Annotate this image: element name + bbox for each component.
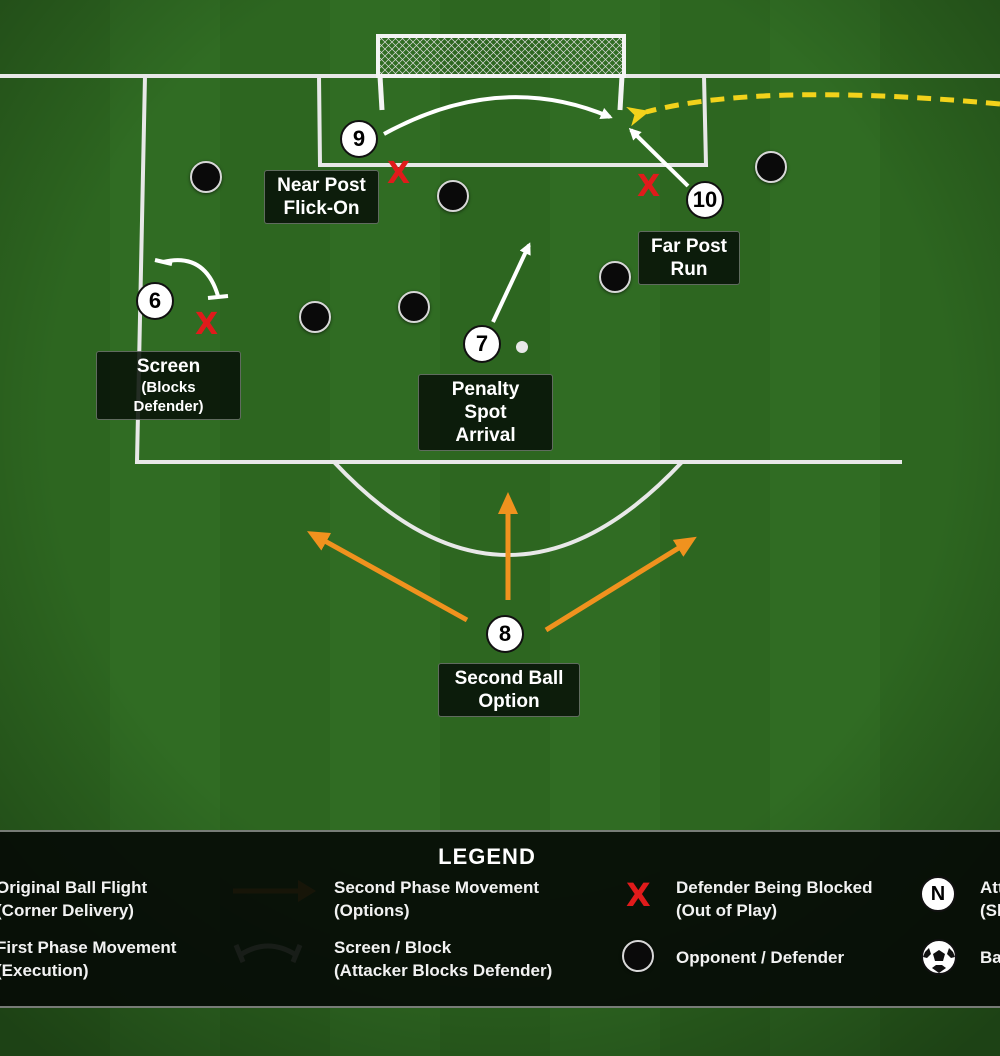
screen-bracket-icon <box>234 940 304 964</box>
player-7: 7 <box>463 325 501 363</box>
legend-attacker-line1: Att <box>980 878 1000 897</box>
label-far-post-line1: Far Post <box>650 236 728 257</box>
label-penalty-spot-line2: Arrival <box>455 425 516 446</box>
label-penalty-spot-line1: Penalty Spot <box>451 379 520 423</box>
label-second-ball-line2: Option <box>478 691 540 712</box>
legend-item-defender-blocked: Defender Being Blocked (Out of Play) <box>676 876 873 922</box>
legend-ball-flight-line2: (Corner Delivery) <box>0 901 134 920</box>
legend-item-first-phase: First Phase Movement (Execution) <box>0 936 176 982</box>
legend-second-phase-line2: (Options) <box>334 901 410 920</box>
label-far-post: Far Post Run <box>638 231 740 285</box>
label-near-post-line1: Near Post <box>277 175 366 196</box>
legend-item-attacker: Att (Sl <box>980 876 1000 922</box>
label-near-post: Near Post Flick-On <box>264 170 379 224</box>
label-second-ball-line1: Second Ball <box>454 668 564 689</box>
black-circle-icon <box>622 940 654 972</box>
label-screen-line2: (Blocks Defender) <box>133 379 204 415</box>
label-penalty-spot: Penalty Spot Arrival <box>418 374 553 451</box>
legend-screen-block-line1: Screen / Block <box>334 938 452 957</box>
blocked-defender-x-icon: X <box>637 169 661 204</box>
opponent-marker <box>437 180 469 212</box>
legend-first-phase-line2: (Execution) <box>0 961 89 980</box>
blocked-defender-x-icon: X <box>195 307 219 342</box>
label-second-ball: Second Ball Option <box>438 663 580 717</box>
legend-screen-block-line2: (Attacker Blocks Defender) <box>334 961 553 980</box>
legend-item-ball-flight: Original Ball Flight (Corner Delivery) <box>0 876 147 922</box>
opponent-marker <box>299 301 331 333</box>
legend-item-screen-block: Screen / Block (Attacker Blocks Defender… <box>334 936 552 982</box>
player-9: 9 <box>340 120 378 158</box>
legend-second-phase-line1: Second Phase Movement <box>334 878 540 897</box>
orange-arrow-icon <box>233 882 317 906</box>
player-6: 6 <box>136 282 174 320</box>
legend-defender-blocked-line1: Defender Being Blocked <box>676 878 873 897</box>
label-near-post-line2: Flick-On <box>283 198 360 219</box>
legend-item-opponent: Opponent / Defender <box>676 948 845 967</box>
legend-panel: LEGEND Original Ball Flight (Corner Deli… <box>0 830 1000 1008</box>
player-10: 10 <box>686 181 724 219</box>
legend-item-second-phase: Second Phase Movement (Options) <box>334 876 539 922</box>
opponent-marker <box>755 151 787 183</box>
label-far-post-line2: Run <box>670 259 708 280</box>
label-screen-line1: Screen <box>136 356 201 377</box>
blocked-defender-x-icon: X <box>387 156 411 191</box>
legend-first-phase-line1: First Phase Movement <box>0 938 177 957</box>
opponent-marker <box>398 291 430 323</box>
label-screen: Screen (Blocks Defender) <box>96 351 241 420</box>
legend-attacker-line2: (Sl <box>980 901 1000 920</box>
legend-defender-blocked-line2: (Out of Play) <box>676 901 778 920</box>
legend-ball-flight-line1: Original Ball Flight <box>0 878 148 897</box>
red-x-icon: X <box>626 876 651 914</box>
soccer-ball-icon <box>921 939 957 975</box>
opponent-marker <box>190 161 222 193</box>
numbered-circle-icon: N <box>920 876 956 912</box>
legend-item-ball: Ba <box>980 948 1000 967</box>
player-8: 8 <box>486 615 524 653</box>
opponent-marker <box>599 261 631 293</box>
legend-title: LEGEND <box>438 844 536 869</box>
